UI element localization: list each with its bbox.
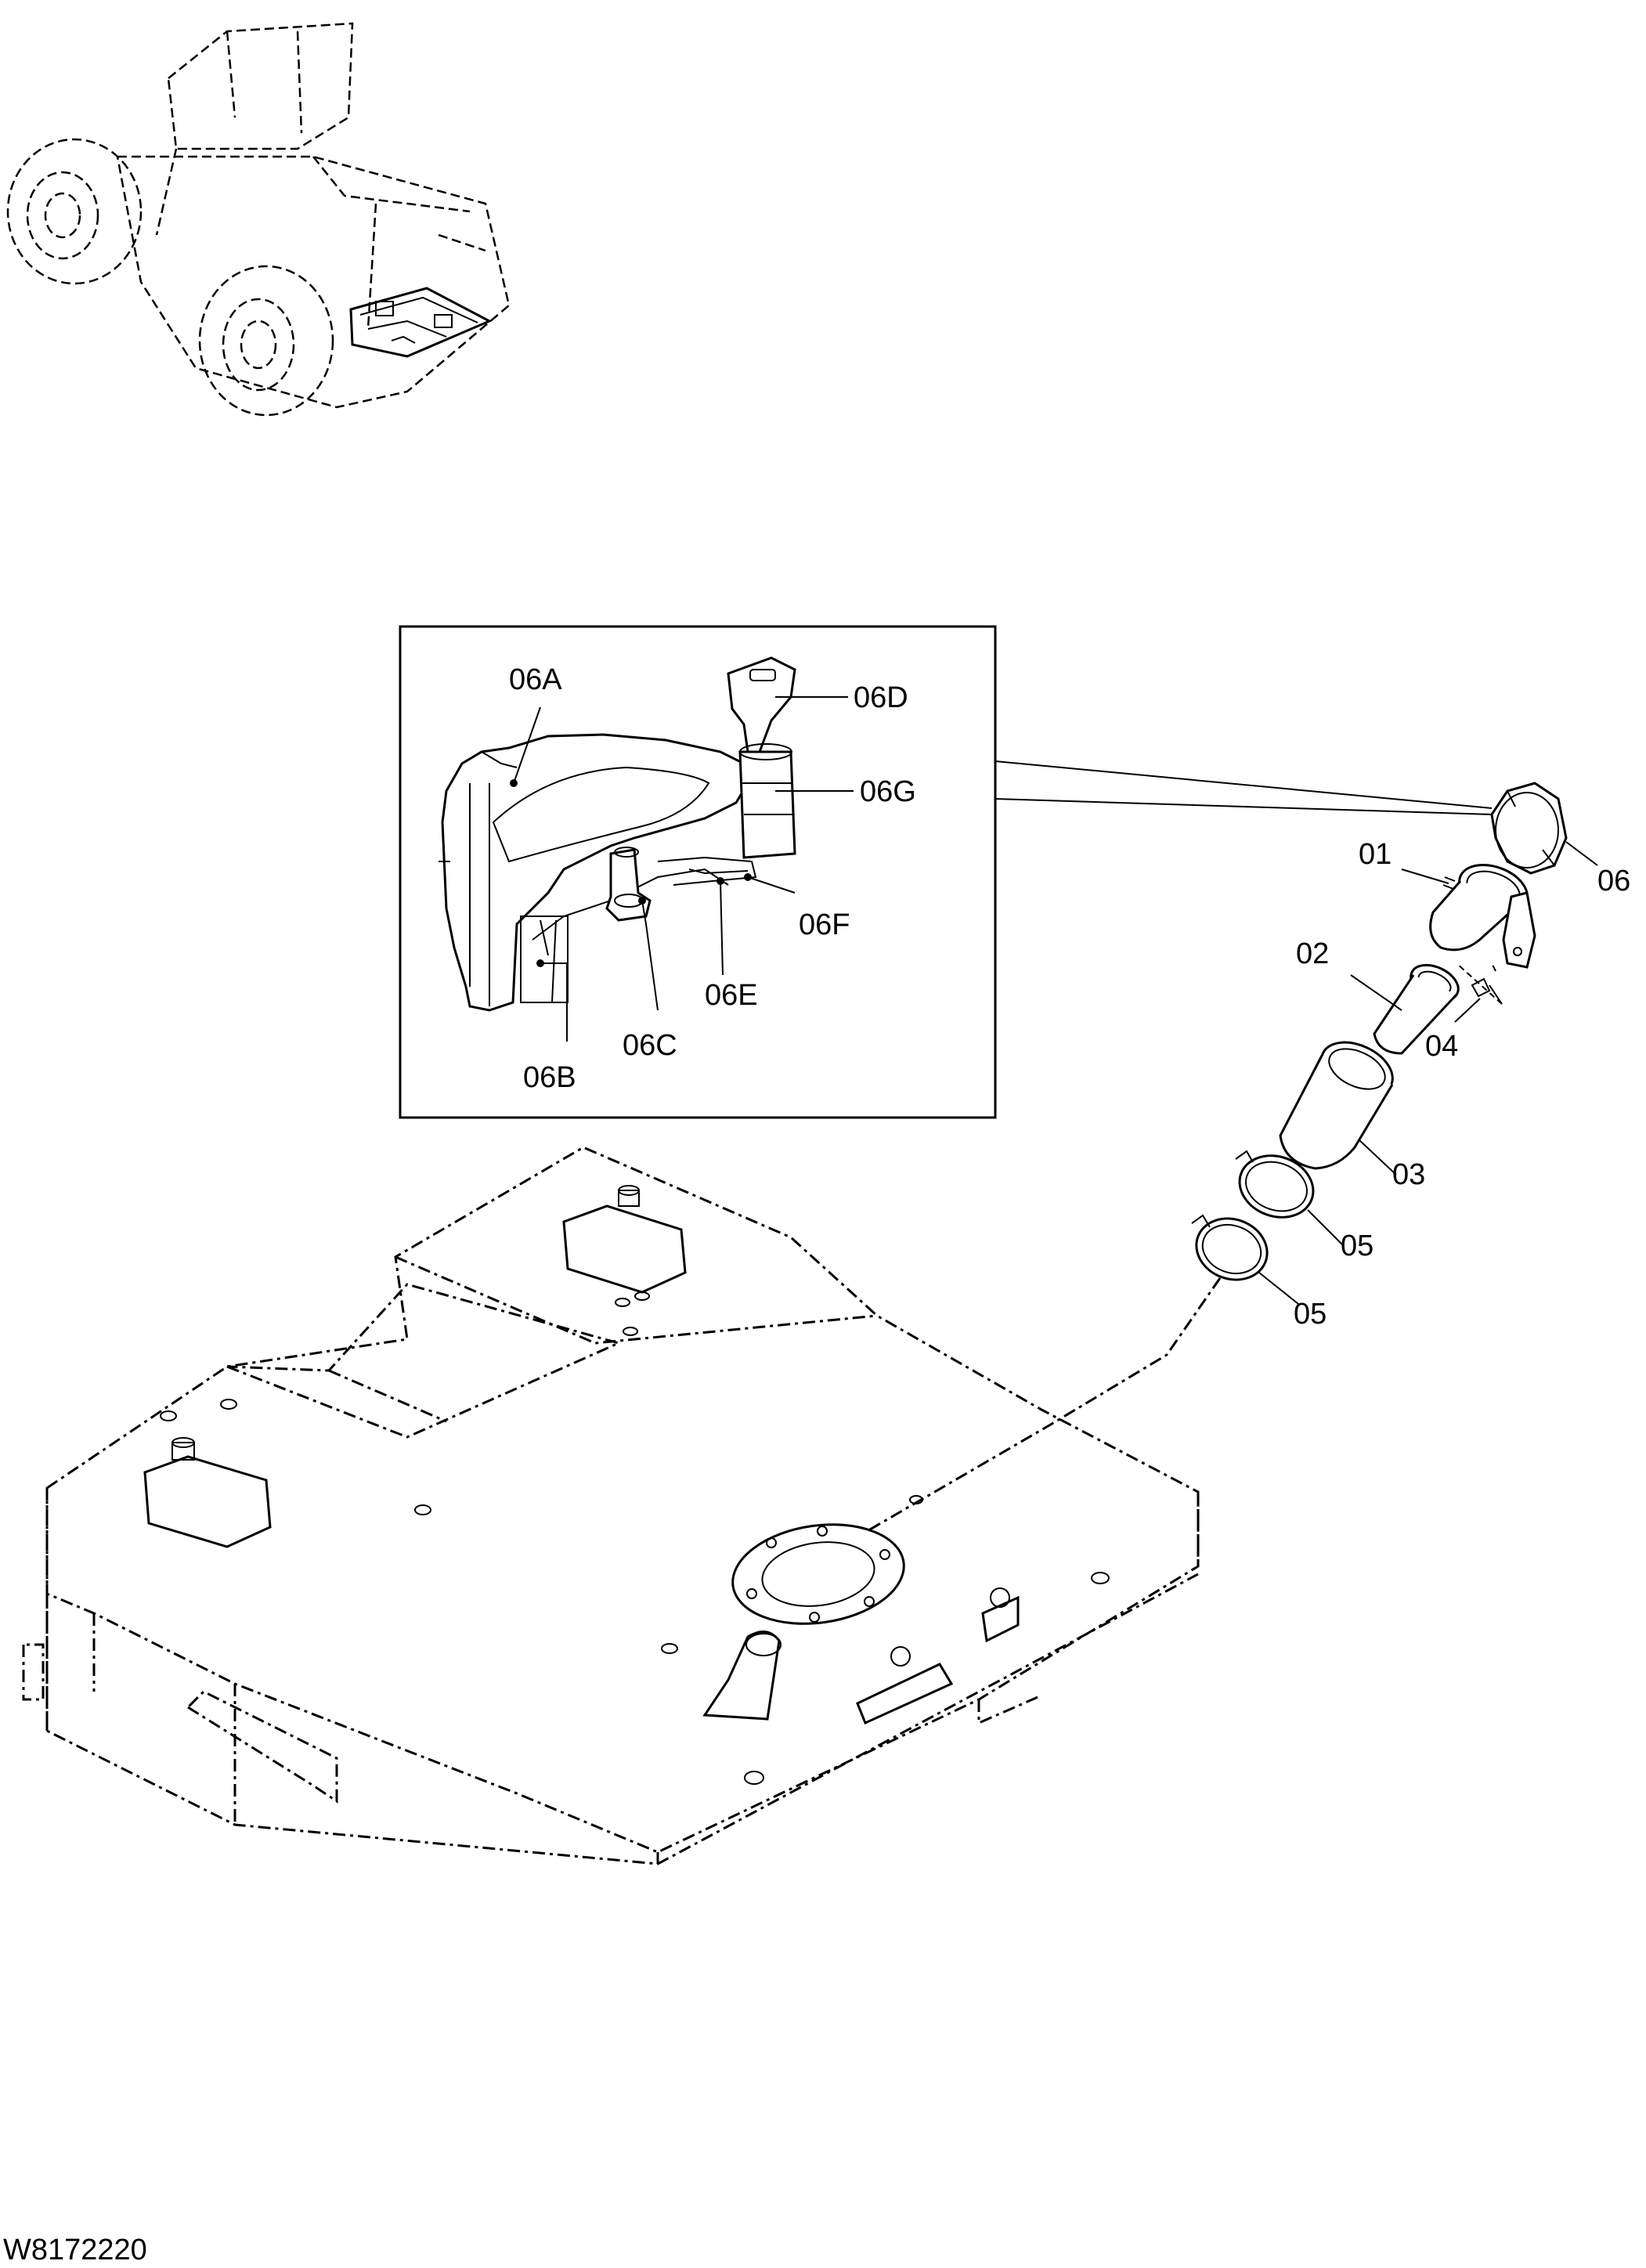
callout-03: 03 bbox=[1392, 1158, 1425, 1191]
callout-06B: 06B bbox=[523, 1061, 576, 1094]
filler-cap-06 bbox=[1490, 782, 1568, 875]
leader-04 bbox=[1454, 998, 1481, 1023]
leader-06 bbox=[1565, 841, 1598, 866]
callout-06: 06 bbox=[1597, 865, 1630, 897]
callout-06F: 06F bbox=[799, 908, 850, 941]
callout-01: 01 bbox=[1359, 838, 1392, 871]
cap-detail-inset bbox=[399, 625, 997, 1119]
callout-06C: 06C bbox=[623, 1029, 677, 1062]
hose-03 bbox=[1279, 1041, 1394, 1170]
fuel-tank bbox=[22, 1146, 1200, 1865]
callout-06D: 06D bbox=[854, 681, 908, 714]
clamp-05-upper bbox=[1235, 1150, 1315, 1219]
leader-03 bbox=[1358, 1139, 1397, 1176]
drawing-code: W8172220 bbox=[3, 2234, 147, 2266]
callout-05-upper: 05 bbox=[1341, 1230, 1373, 1262]
leader-01 bbox=[1401, 869, 1449, 884]
leader-05-lower bbox=[1258, 1272, 1299, 1305]
callout-04: 04 bbox=[1425, 1030, 1458, 1063]
filler-neck-01 bbox=[1429, 864, 1536, 969]
callout-06A: 06A bbox=[509, 663, 562, 696]
callout-06E: 06E bbox=[705, 979, 758, 1012]
inset-projection-line bbox=[994, 760, 1493, 809]
callout-05-lower: 05 bbox=[1294, 1298, 1327, 1331]
bolt-04 bbox=[1471, 977, 1503, 1005]
inset-projection-line bbox=[994, 798, 1493, 815]
callout-06G: 06G bbox=[860, 775, 916, 808]
leader-05-upper bbox=[1307, 1209, 1344, 1246]
leader-02 bbox=[1350, 974, 1402, 1011]
clamp-05-lower bbox=[1191, 1214, 1269, 1281]
dash-04 bbox=[1456, 962, 1503, 1005]
callout-02: 02 bbox=[1296, 937, 1329, 970]
machine-overview-illustration bbox=[6, 22, 511, 417]
strainer-02 bbox=[1373, 963, 1460, 1055]
